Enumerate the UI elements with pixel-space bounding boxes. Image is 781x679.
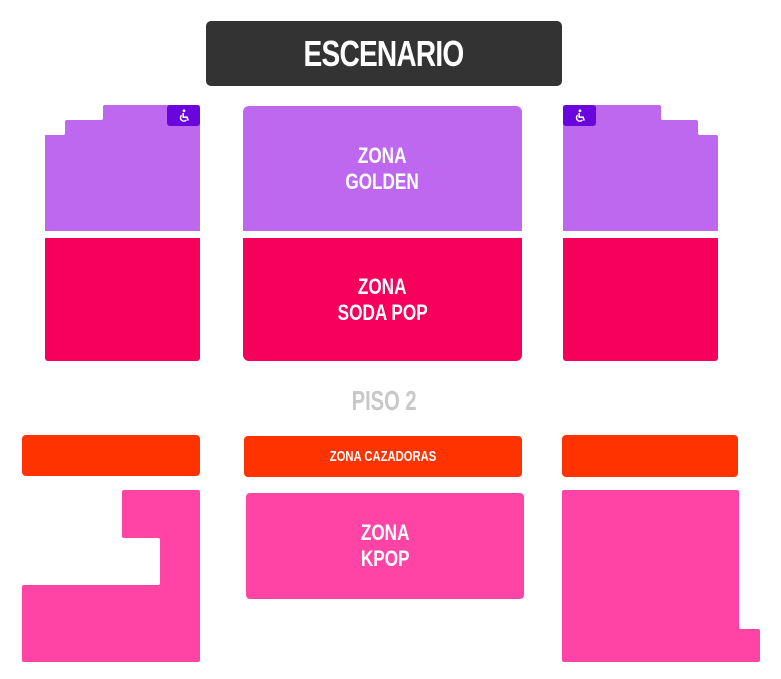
wheelchair-badge-right	[563, 105, 596, 126]
zone-cazadoras-label: ZONA CAZADORAS	[329, 447, 437, 465]
zone-kpop-right[interactable]	[562, 490, 760, 662]
wheelchair-icon	[179, 108, 189, 122]
floor-label: PISO 2	[300, 385, 468, 417]
zone-soda-pop-left[interactable]	[45, 238, 200, 361]
wheelchair-icon	[575, 108, 585, 122]
zone-cazadoras-center[interactable]: ZONA CAZADORAS	[244, 436, 522, 477]
zone-soda-pop-line1: ZONA	[358, 273, 407, 299]
stage: ESCENARIO	[206, 21, 562, 86]
zone-kpop-line1: ZONA	[360, 520, 410, 545]
zone-cazadoras-right[interactable]	[562, 435, 738, 477]
zone-kpop-left[interactable]	[22, 490, 200, 662]
zone-kpop-line2: KPOP	[360, 546, 410, 571]
zone-golden-line1: ZONA	[358, 142, 407, 168]
stage-label: ESCENARIO	[304, 32, 465, 74]
zone-cazadoras-left[interactable]	[22, 435, 200, 476]
zone-golden-line2: GOLDEN	[345, 168, 420, 194]
zone-kpop-center[interactable]: ZONA KPOP	[246, 493, 524, 599]
zone-soda-pop-right[interactable]	[563, 238, 718, 361]
zone-soda-pop-center[interactable]: ZONA SODA POP	[243, 238, 522, 361]
zone-golden-center[interactable]: ZONA GOLDEN	[243, 106, 522, 231]
wheelchair-badge-left	[167, 105, 200, 126]
zone-golden-right[interactable]	[563, 105, 718, 231]
zone-soda-pop-line2: SODA POP	[337, 299, 428, 325]
floor-label-text: PISO 2	[351, 385, 417, 416]
